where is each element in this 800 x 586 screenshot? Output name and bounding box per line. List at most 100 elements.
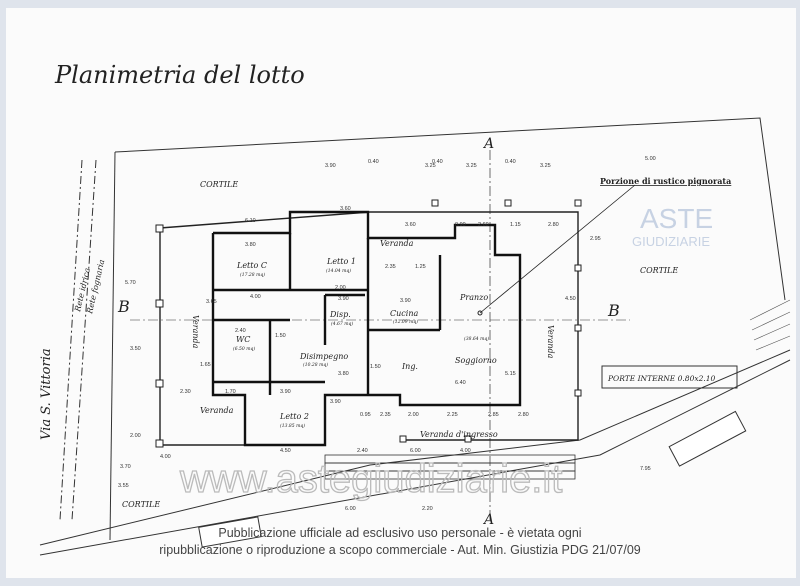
hatched-area (749, 299, 791, 351)
room-label: Cucina (390, 309, 418, 318)
dimension-label: 2.85 (488, 412, 499, 418)
dimension-label: 6.00 (410, 448, 421, 454)
dimension-label: 3.25 (425, 163, 436, 169)
utility-label: Rete fognaria (85, 258, 106, 315)
dimension-label: 3.25 (466, 163, 477, 169)
dimension-label: 6.10 (245, 218, 256, 224)
dimension-label: 2.25 (447, 412, 458, 418)
footer-line-1: Pubblicazione ufficiale ad esclusivo uso… (218, 526, 582, 540)
dimension-label: 4.00 (460, 448, 471, 454)
section-mark: B (607, 301, 620, 320)
lot-boundary (39, 117, 791, 556)
dimension-label: 5.00 (645, 156, 656, 162)
dimension-label: 4.50 (565, 296, 576, 302)
dimension-label: 0.95 (360, 412, 371, 418)
room-label: Disimpegno (299, 352, 348, 361)
callout-point (477, 310, 483, 316)
room-label: Veranda (191, 315, 200, 349)
room-label: Letto 1 (326, 257, 356, 266)
doors-note: PORTE INTERNE 0.80x2.10 (607, 374, 715, 383)
room-label: Letto C (236, 261, 267, 270)
dimension-label: 0.40 (432, 159, 443, 165)
dimension-label: 2.80 (518, 412, 529, 418)
dimension-label: 2.60 (478, 222, 489, 228)
room-label: Letto 2 (279, 412, 309, 421)
room-label: Ing. (401, 362, 418, 371)
dimension-label: 5.70 (125, 280, 136, 286)
doors-note-box (601, 365, 738, 389)
dimension-label: 0.40 (368, 159, 379, 165)
dimension-label: 4.00 (250, 294, 261, 300)
room-area: (6.50 mq) (233, 345, 255, 352)
dimension-label: 6.40 (455, 380, 466, 386)
room-area: (17.28 mq) (240, 271, 265, 278)
section-mark: A (482, 136, 494, 152)
footer-line-2: ripubblicazione o riproduzione a scopo c… (159, 543, 641, 557)
dimension-label: 6.00 (345, 506, 356, 512)
dimension-label: 3.50 (130, 346, 141, 352)
room-area: (38.64 mq) (464, 335, 489, 342)
dimension-label: 3.70 (120, 464, 131, 470)
street-label: Via S. Vittoria (39, 348, 54, 440)
dimension-label: 0.40 (505, 159, 516, 165)
dimension-label: 3.80 (338, 371, 349, 377)
room-label: Disp. (329, 310, 351, 319)
watermark-url: www.astegiudiziarie.it (179, 457, 562, 501)
dimension-label: 3.90 (338, 296, 349, 302)
room-area: (14.04 mq) (326, 267, 351, 274)
dimension-label: 3.90 (400, 298, 411, 304)
room-label: Soggiorno (455, 356, 497, 365)
house-walls (211, 210, 522, 447)
dimension-label: 2.80 (548, 222, 559, 228)
pillars (155, 199, 582, 448)
dimension-label: 2.35 (385, 264, 396, 270)
dimension-label: 2.00 (335, 285, 346, 291)
entrance-steps (324, 454, 576, 480)
dimension-label: 2.20 (422, 506, 433, 512)
room-label: Veranda d'ingresso (420, 430, 498, 439)
dimension-label: 3.90 (280, 389, 291, 395)
room-area: (4.67 mq) (331, 320, 353, 327)
room-area: (10.28 mq) (303, 361, 328, 368)
dimension-label: 1.25 (415, 264, 426, 270)
dimension-label: 3.65 (206, 299, 217, 305)
dimension-label: 1.50 (370, 364, 381, 370)
dimension-labels: 3.900.403.250.403.250.403.256.103.603.60… (118, 156, 656, 512)
room-label: Pranzo (459, 293, 488, 302)
dimension-label: 3.80 (245, 242, 256, 248)
dimension-label: 3.55 (118, 483, 129, 489)
dimension-label: 3.90 (325, 163, 336, 169)
drawing-sheet (6, 8, 796, 578)
dimension-label: 1.50 (275, 333, 286, 339)
dimension-label: 2.40 (235, 328, 246, 334)
room-area: (13.85 mq) (280, 422, 305, 429)
courtyard-label: CORTILE (200, 180, 238, 189)
dimension-label: 3.60 (340, 206, 351, 212)
dimension-label: 2.35 (380, 412, 391, 418)
dimension-label: 3.60 (405, 222, 416, 228)
dimension-label: 2.00 (408, 412, 419, 418)
room-label: WC (236, 335, 250, 344)
dimension-label: 2.00 (130, 433, 141, 439)
room-label: Veranda (200, 406, 234, 415)
car-icon (198, 410, 747, 548)
dimension-label: 3.25 (540, 163, 551, 169)
dimension-label: 4.50 (280, 448, 291, 454)
watermark-logo-bottom: GIUDIZIARIE (632, 234, 710, 249)
dimension-label: 2.40 (357, 448, 368, 454)
dimension-label: 5.15 (505, 371, 516, 377)
dimension-label: 1.70 (225, 389, 236, 395)
dimension-label: 2.95 (590, 236, 601, 242)
room-area: (12.09 mq) (393, 318, 418, 325)
watermark-logo-top: ASTE (640, 203, 713, 234)
dimension-label: 1.65 (200, 362, 211, 368)
dimension-label: 2.30 (180, 389, 191, 395)
room-label: Veranda (380, 239, 414, 248)
courtyard-label: CORTILE (122, 500, 160, 509)
dimension-label: 0.90 (455, 222, 466, 228)
section-mark: A (482, 512, 494, 528)
dimension-label: 4.00 (160, 454, 171, 460)
room-label: Veranda (546, 325, 555, 359)
courtyard-label: CORTILE (640, 266, 678, 275)
